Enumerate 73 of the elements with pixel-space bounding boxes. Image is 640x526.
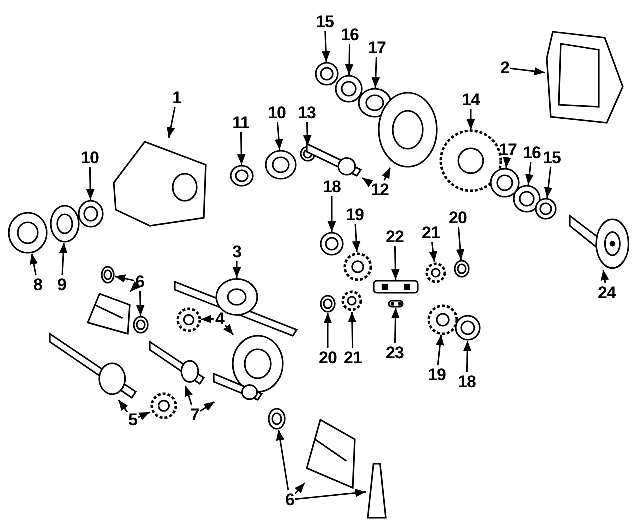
callout-number: 19 [346, 206, 364, 224]
callout-number: 6 [286, 492, 294, 508]
callout-number: 24 [598, 284, 616, 302]
callout-number: 21 [422, 224, 440, 242]
leader-line [324, 313, 332, 348]
callout-number: 10 [81, 150, 99, 166]
callout-number: 18 [458, 374, 476, 390]
leader-line [274, 122, 284, 150]
leader-line [276, 430, 290, 491]
leader-line [372, 57, 380, 88]
leader-line [232, 262, 242, 278]
leader-line [503, 157, 512, 168]
leader-line [429, 242, 438, 262]
leader-line [466, 110, 476, 130]
leader-line [544, 167, 553, 198]
callout-number: 13 [298, 104, 316, 122]
callout-number: 20 [449, 210, 467, 226]
callout-number: 16 [523, 144, 541, 162]
leader-line [166, 107, 176, 138]
leader-line [237, 132, 246, 166]
leader-line [352, 224, 361, 252]
leader-line [130, 282, 141, 293]
leader-line [600, 270, 610, 284]
callout-number: 15 [316, 14, 334, 30]
callout-number: 9 [58, 276, 66, 294]
leader-line [295, 489, 366, 500]
callout-number: 4 [216, 310, 224, 328]
leader-line [392, 308, 400, 344]
leader-line [200, 401, 216, 412]
leader-line [525, 162, 534, 186]
leader-line [391, 246, 400, 280]
leader-line [463, 340, 472, 373]
callout-number: 19 [428, 366, 446, 384]
leader-line [30, 254, 38, 276]
leader-line [184, 386, 193, 406]
callout-number: 23 [386, 344, 404, 362]
callout-number: 15 [543, 150, 561, 166]
callout-number: 18 [323, 178, 341, 196]
callout-number: 17 [499, 142, 517, 158]
leader-line [136, 291, 145, 316]
leader-line [59, 242, 68, 276]
leader-line [348, 312, 357, 349]
leader-line [345, 44, 354, 76]
leader-line [138, 412, 150, 420]
callout-number: 5 [128, 412, 138, 428]
leader-line [118, 400, 128, 413]
leader-line [456, 227, 465, 260]
callout-number: 14 [462, 92, 480, 108]
callout-number: 11 [232, 114, 250, 132]
callout-number: 20 [319, 350, 337, 366]
callout-number: 22 [386, 228, 404, 246]
leader-line [322, 31, 330, 62]
leader-line [303, 122, 312, 146]
leader-line [86, 167, 95, 200]
callout-number: 1 [172, 90, 182, 106]
callout-number: 3 [232, 244, 242, 260]
leader-line [328, 196, 336, 232]
leader-line [294, 482, 306, 494]
leader-line [382, 168, 391, 181]
leader-line [362, 177, 374, 188]
callout-number: 21 [344, 350, 362, 366]
leader-line [114, 274, 135, 283]
callout-number: 17 [368, 40, 386, 56]
callout-number: 8 [34, 276, 42, 294]
callout-number: 2 [500, 60, 510, 76]
leader-line [224, 324, 234, 336]
leader-line [200, 315, 215, 324]
callout-number: 7 [190, 406, 200, 424]
callout-number: 10 [268, 104, 286, 122]
callout-number: 12 [371, 182, 389, 198]
leader-line [510, 67, 546, 76]
callout-number: 16 [341, 26, 359, 44]
leader-line [436, 334, 444, 366]
